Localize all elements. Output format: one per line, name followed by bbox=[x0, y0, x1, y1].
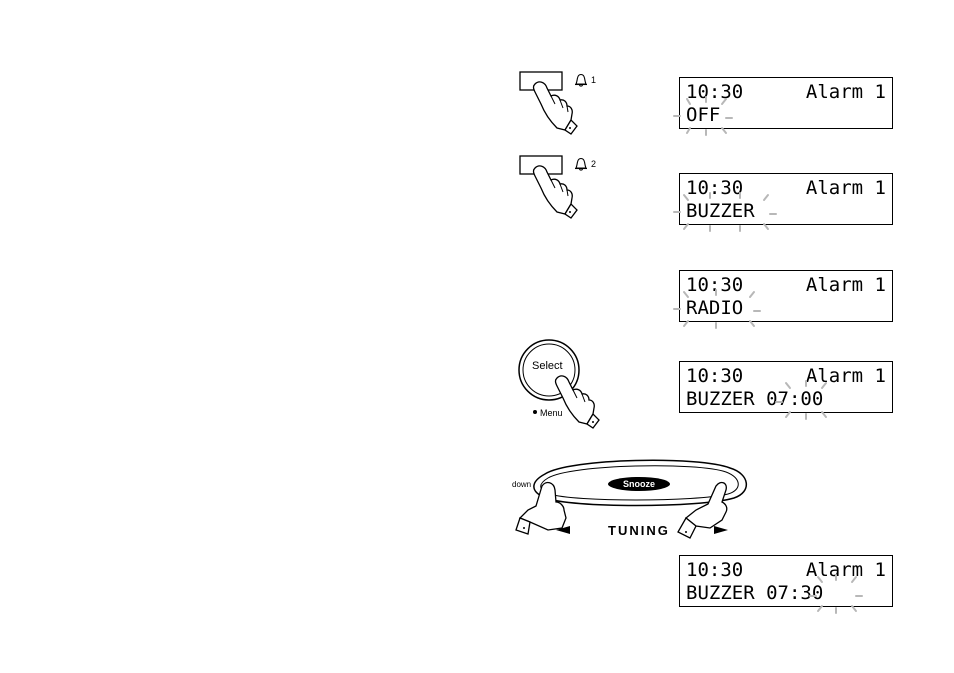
lcd-alarm-label: Alarm 1 bbox=[806, 80, 886, 104]
select-knob-graphic[interactable] bbox=[515, 338, 615, 438]
down-label: down bbox=[512, 480, 531, 489]
lcd-value: BUZZER 07:30 bbox=[686, 581, 823, 605]
right-arrow-icon bbox=[714, 526, 728, 534]
lcd-display-1: 10:30 Alarm 1 OFF bbox=[679, 77, 893, 129]
lcd-value: BUZZER 07:00 bbox=[686, 387, 823, 411]
alarm-1-number: 1 bbox=[591, 75, 596, 85]
alarm-2-button-illustration: 2 bbox=[515, 152, 605, 222]
bell-icon bbox=[573, 156, 589, 172]
lcd-alarm-label: Alarm 1 bbox=[806, 364, 886, 388]
select-knob-illustration: Select Menu bbox=[515, 338, 615, 438]
lcd-alarm-label: Alarm 1 bbox=[806, 176, 886, 200]
lcd-alarm-label: Alarm 1 bbox=[806, 558, 886, 582]
alarm-2-number: 2 bbox=[591, 159, 596, 169]
lcd-time: 10:30 bbox=[686, 273, 743, 297]
snooze-button[interactable]: Snooze bbox=[608, 477, 670, 491]
snooze-tuning-illustration: Snooze down TUNING bbox=[510, 452, 760, 546]
lcd-display-5: 10:30 Alarm 1 BUZZER 07:30 bbox=[679, 555, 893, 607]
lcd-alarm-label: Alarm 1 bbox=[806, 273, 886, 297]
lcd-value: BUZZER bbox=[686, 199, 755, 223]
lcd-time: 10:30 bbox=[686, 176, 743, 200]
lcd-value: OFF bbox=[686, 103, 720, 127]
menu-label: Menu bbox=[540, 408, 563, 418]
alarm-1-button-illustration: 1 bbox=[515, 68, 605, 138]
select-label: Select bbox=[532, 360, 563, 372]
tuning-label: TUNING bbox=[608, 523, 670, 538]
lcd-value: RADIO bbox=[686, 296, 743, 320]
lcd-time: 10:30 bbox=[686, 364, 743, 388]
lcd-display-3: 10:30 Alarm 1 RADIO bbox=[679, 270, 893, 322]
lcd-display-4: 10:30 Alarm 1 BUZZER 07:00 bbox=[679, 361, 893, 413]
lcd-display-2: 10:30 Alarm 1 BUZZER bbox=[679, 173, 893, 225]
snooze-label: Snooze bbox=[623, 479, 655, 489]
lcd-time: 10:30 bbox=[686, 558, 743, 582]
lcd-time: 10:30 bbox=[686, 80, 743, 104]
bell-icon bbox=[573, 72, 589, 88]
